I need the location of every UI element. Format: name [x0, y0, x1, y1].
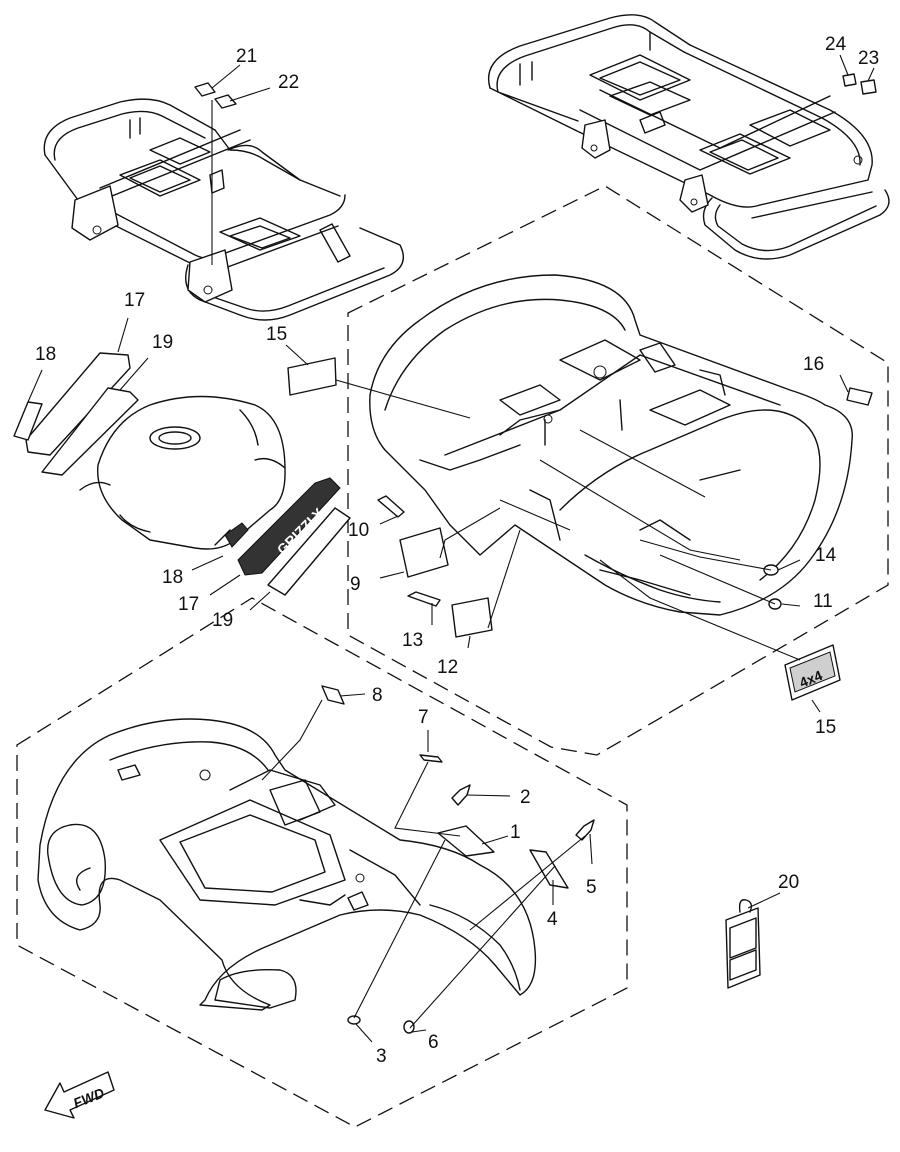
- fwd-direction-arrow: FWD: [44, 1071, 115, 1119]
- callout-18-upper: 18: [35, 344, 56, 365]
- pin-5: [575, 819, 595, 841]
- callout-23: 23: [858, 48, 879, 69]
- label-15-upper: [287, 357, 337, 396]
- front-group-dashed-frame: [16, 597, 628, 1128]
- rear-fender: [369, 274, 853, 616]
- rear-carrier-rack: [488, 14, 890, 260]
- callout-1: 1: [510, 822, 521, 843]
- callout-22: 22: [278, 72, 299, 93]
- callout-17-lower: 17: [178, 594, 199, 615]
- plate-12: [451, 597, 493, 638]
- callout-17-upper: 17: [124, 290, 145, 311]
- callout-10: 10: [348, 520, 369, 541]
- front-carrier-rack: [43, 98, 404, 321]
- label-4x4: 4x4: [784, 644, 841, 701]
- grommet-6: [403, 1020, 415, 1034]
- grommet-3: [347, 1015, 361, 1025]
- leader-lines: [27, 54, 875, 1043]
- rear-group-dashed-frame: [347, 185, 889, 756]
- callout-19-lower: 19: [212, 610, 233, 631]
- callout-3: 3: [376, 1046, 387, 1067]
- decal-21: [194, 82, 216, 97]
- callout-15-lower: 15: [815, 717, 836, 738]
- label-16: [846, 387, 873, 406]
- callout-20: 20: [778, 872, 799, 893]
- rear-small-parts: [377, 495, 782, 638]
- plate-9: [399, 527, 449, 578]
- decal-17-front: [237, 477, 341, 576]
- callout-15-upper: 15: [266, 324, 287, 345]
- pin-2: [451, 784, 471, 806]
- front-small-parts: [321, 685, 595, 1034]
- callout-14: 14: [815, 545, 837, 566]
- label-8: [321, 685, 345, 705]
- callout-7: 7: [418, 707, 429, 728]
- callout-4: 4: [547, 909, 558, 930]
- fuel-tank-cover: [79, 395, 286, 550]
- callout-5: 5: [586, 877, 597, 898]
- decal-24: [842, 73, 857, 87]
- label-7: [419, 754, 443, 763]
- decal-19-left: [41, 387, 139, 476]
- callout-13: 13: [402, 630, 423, 651]
- callout-24: 24: [825, 34, 847, 55]
- callout-8: 8: [372, 685, 383, 706]
- decal-22: [214, 94, 237, 109]
- tag-20: [725, 899, 761, 989]
- front-fender: [37, 718, 537, 1011]
- decal-18-front: [224, 522, 249, 548]
- plate-1: [437, 825, 495, 857]
- pin-13: [407, 591, 441, 607]
- pin-10: [377, 495, 405, 518]
- callout-numbers: 21 22 24 23 17 18 19 15 16 10 9 18 17 19…: [35, 34, 879, 1067]
- callout-9: 9: [350, 574, 361, 595]
- callout-11: 11: [813, 591, 833, 612]
- callout-19-upper: 19: [152, 332, 173, 353]
- decal-18-left: [13, 401, 43, 441]
- callout-12: 12: [437, 657, 458, 678]
- decal-19-front: [267, 507, 351, 596]
- callout-18-lower: 18: [162, 567, 183, 588]
- callout-6: 6: [428, 1032, 439, 1053]
- callout-2: 2: [520, 787, 531, 808]
- decal-23: [860, 79, 877, 95]
- callout-21: 21: [236, 46, 257, 67]
- callout-16: 16: [803, 354, 824, 375]
- side-decals-left: GRIZZLY: [13, 352, 351, 596]
- plate-4: [529, 849, 569, 889]
- small-decals-top: [194, 73, 877, 265]
